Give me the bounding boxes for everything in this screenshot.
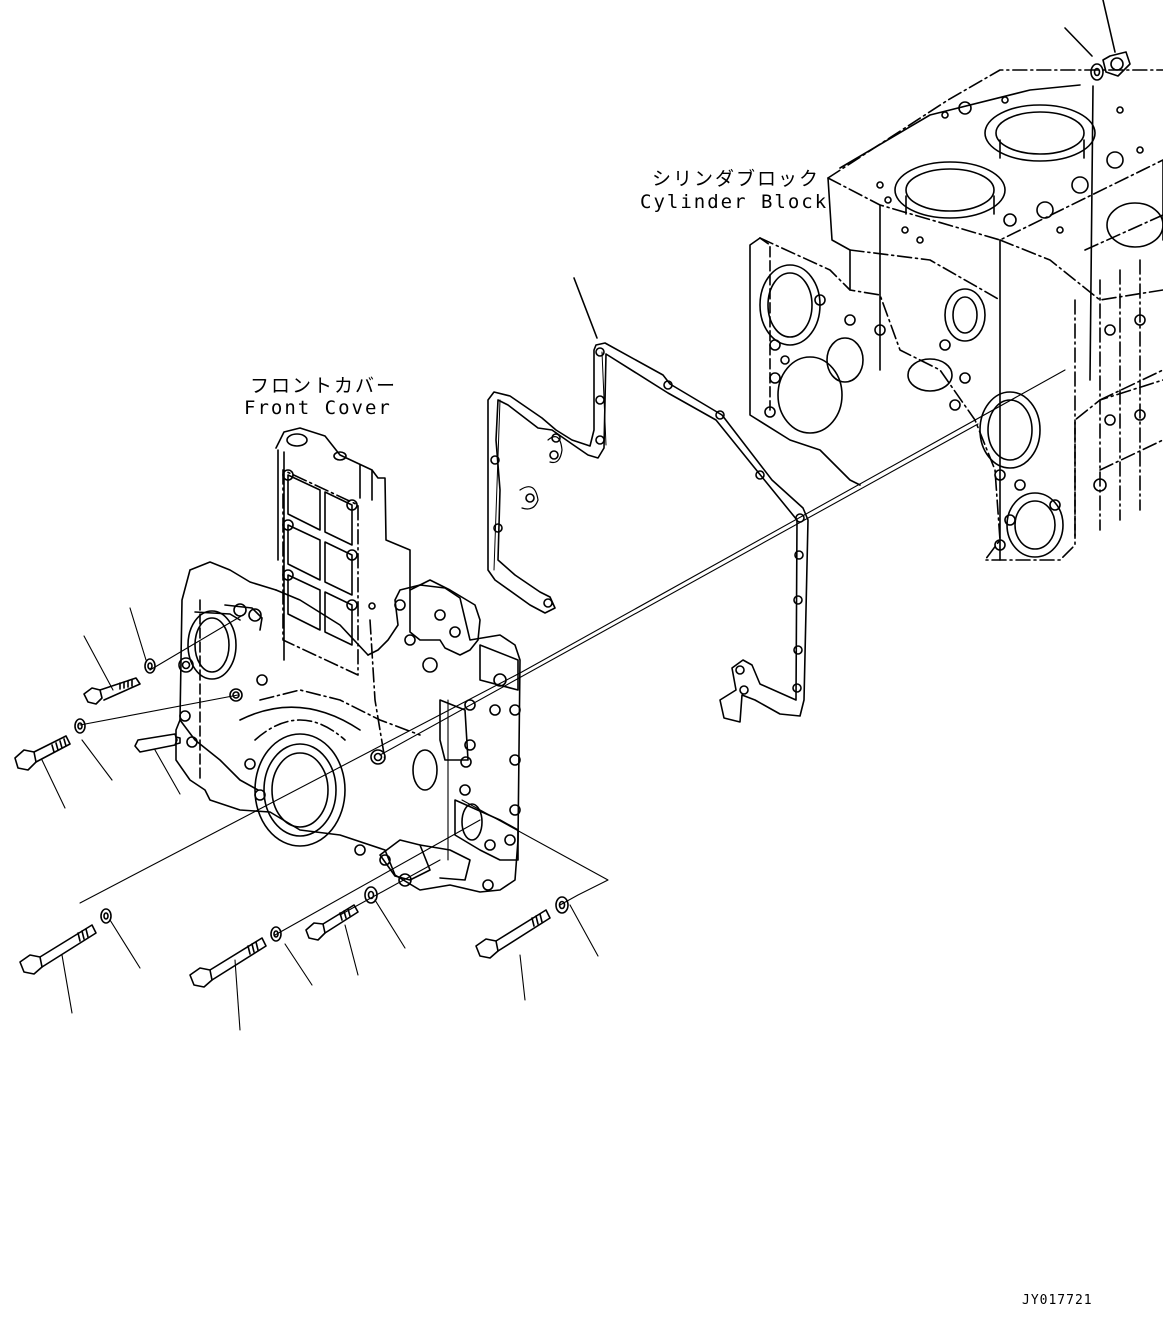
front-cover-label-en: Front Cover [244, 397, 392, 419]
washer-1 [144, 658, 156, 674]
washer-5 [364, 886, 378, 904]
cylinder-block-label-en: Cylinder Block [640, 191, 829, 213]
bolt-4 [189, 937, 267, 988]
front-cover-label-jp: フロントカバー [250, 375, 398, 397]
washer-6 [555, 896, 569, 914]
front-cover [134, 427, 521, 893]
washer-3 [100, 908, 112, 924]
bolt-5 [305, 904, 359, 941]
drawing-code: JY017721 [1022, 1293, 1093, 1308]
washer-2 [74, 718, 86, 734]
bolt-3 [19, 924, 97, 975]
bolt-6 [475, 909, 551, 959]
leader-lines [41, 369, 1066, 1031]
washer-4 [270, 926, 282, 942]
bolt-2 [14, 735, 71, 771]
fasteners [14, 658, 569, 988]
cylinder-block [749, 0, 1163, 561]
front-cover-gasket [487, 277, 809, 723]
cylinder-block-label-jp: シリンダブロック [652, 168, 821, 190]
bolt-1 [83, 677, 141, 705]
